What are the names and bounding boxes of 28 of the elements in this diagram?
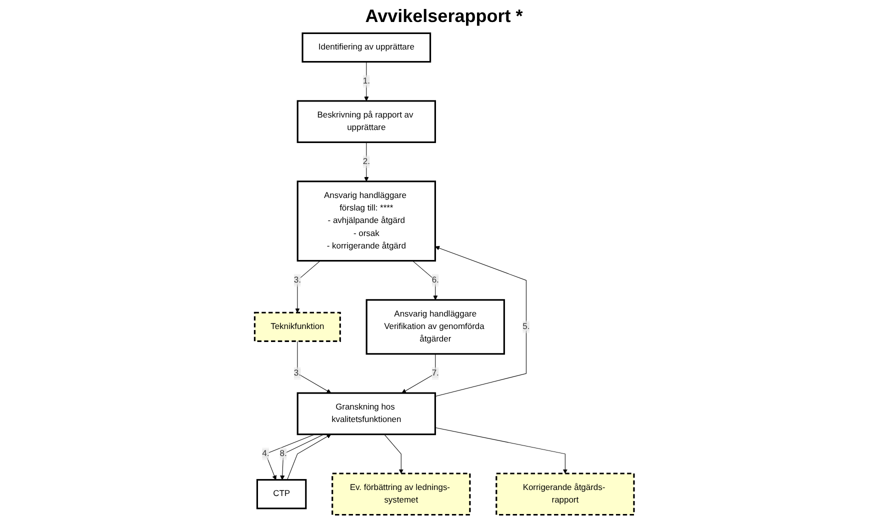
edge-label: 1. [362,76,370,86]
node-box: Beskrivning på rapport av upprättare [296,100,436,144]
diagram-title: Avvikelserapport * [364,6,524,27]
edge-label: 6. [432,276,439,285]
node-box: Korrigerande åtgärds- rapport [495,472,634,516]
node-box: Teknikfunktion [254,312,341,342]
node-box: Ansvarig handläggare Verifikation av genomförda åtgärder [365,299,505,355]
arrow [296,340,331,394]
node-box: CTP [256,479,306,510]
arrow [401,354,436,394]
arrow [264,434,315,480]
arrow [384,434,404,474]
edge-label: 7. [432,368,439,378]
node-box: Ansvarig handläggare förslag till: **** - avhjälpande åtgärd - orsak - korrigerande åtgärd [296,180,436,262]
edge-label: 4. [262,449,269,458]
edge-label: 2. [362,157,370,166]
edge-label: 3. [294,276,301,285]
node-box: Ev. förbättring av lednings- systemet [331,472,470,516]
node-box: Identifiering av upprättare [301,32,431,63]
arrow [434,246,526,397]
arrow [364,62,368,102]
arrow [286,434,331,480]
arrow [434,427,568,474]
edge-label: 8. [279,449,286,458]
node-box: Granskning hos kvalitetsfunktionen [296,392,436,436]
edge-label: 5. [522,322,530,332]
edge-label: 3. [294,368,301,378]
arrow [364,142,368,182]
